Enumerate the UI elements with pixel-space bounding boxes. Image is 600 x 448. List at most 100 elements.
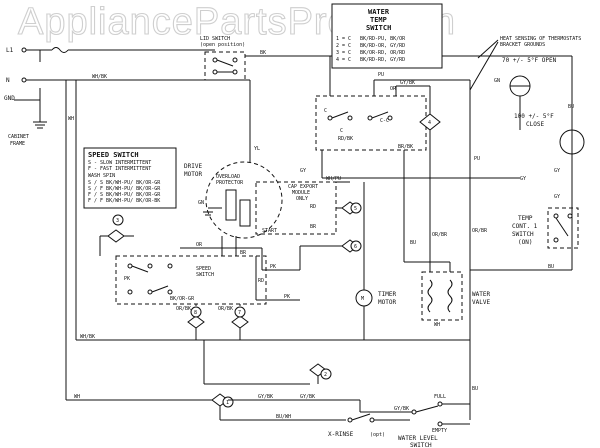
water-temp-contacts: C C C-C xyxy=(315,95,427,151)
n-label: N xyxy=(6,77,10,84)
water-temp-title-3: SWITCH xyxy=(366,24,391,32)
speed-switch-contacts: SPEED SWITCH PK BK/OR-GR xyxy=(115,255,267,305)
lid-switch-label: LID SWITCH(open position) xyxy=(200,36,245,48)
svg-text:1 = C: 1 = C xyxy=(336,36,351,42)
svg-text:PU: PU xyxy=(474,156,480,162)
svg-text:C: C xyxy=(324,108,327,114)
svg-text:BR: BR xyxy=(310,224,317,230)
svg-text:BU: BU xyxy=(568,104,574,110)
terminal-7: 7 xyxy=(231,306,249,329)
svg-text:OR/BR: OR/BR xyxy=(472,228,488,234)
n-terminal xyxy=(21,77,27,83)
svg-text:2: 2 xyxy=(324,372,327,378)
svg-text:6: 6 xyxy=(354,244,357,250)
svg-text:BK: BK xyxy=(260,50,266,56)
svg-text:3: 3 xyxy=(116,218,119,224)
svg-text:4 = C: 4 = C xyxy=(336,57,351,63)
svg-text:GY: GY xyxy=(520,176,526,182)
svg-text:5: 5 xyxy=(354,206,357,212)
svg-text:GY/BK: GY/BK xyxy=(400,80,415,86)
svg-text:SWITCH: SWITCH xyxy=(196,272,214,278)
svg-text:7: 7 xyxy=(238,310,241,316)
terminal-8: 8 xyxy=(187,306,205,329)
l1-terminal xyxy=(21,47,27,53)
svg-text:S / F BK/WH-PU/ BK/OR-GR: S / F BK/WH-PU/ BK/OR-GR xyxy=(88,186,161,192)
svg-text:3 = C: 3 = C xyxy=(336,50,351,56)
svg-text:GY: GY xyxy=(554,194,560,200)
terminal-3: 3 xyxy=(107,214,125,243)
svg-text:WH/BK: WH/BK xyxy=(92,74,107,80)
svg-text:WH: WH xyxy=(434,322,440,328)
svg-text:F / S BK/WH-PU/ BK/OR-GR: F / S BK/WH-PU/ BK/OR-GR xyxy=(88,192,161,198)
svg-text:GY/BK: GY/BK xyxy=(300,394,315,400)
svg-text:GN: GN xyxy=(198,200,204,206)
svg-text:PK: PK xyxy=(284,294,290,300)
svg-text:RD: RD xyxy=(258,278,264,284)
svg-text:SPEED: SPEED xyxy=(196,266,211,272)
svg-text:F - FAST INTERMITTENT: F - FAST INTERMITTENT xyxy=(88,166,151,172)
svg-text:WH/BK: WH/BK xyxy=(80,334,95,340)
x-rinse-label: X-RINSE xyxy=(328,431,354,438)
water-temp-title-1: WATER xyxy=(368,8,390,16)
svg-text:GN: GN xyxy=(494,78,500,84)
svg-text:PK: PK xyxy=(270,264,276,270)
svg-text:OR: OR xyxy=(196,242,203,248)
svg-text:OR: OR xyxy=(390,86,397,92)
svg-text:YL: YL xyxy=(254,146,260,152)
svg-text:BU: BU xyxy=(472,386,478,392)
svg-text:M: M xyxy=(361,296,364,302)
svg-text:BK/OR-GR: BK/OR-GR xyxy=(170,296,195,302)
svg-text:OR/BR: OR/BR xyxy=(432,232,448,238)
svg-text:GY: GY xyxy=(300,168,306,174)
water-temp-switch-table: WATER TEMP SWITCH 1 = C BK/RD-PU, BK/OR … xyxy=(331,3,443,69)
temp-open-label: 70 +/- 5°F OPEN xyxy=(502,57,557,64)
svg-text:BR: BR xyxy=(240,250,247,256)
thermostat-open: GN xyxy=(494,75,531,97)
full-label: FULL xyxy=(434,394,446,400)
svg-text:S / S BK/WH-PU/ BK/OR-GR: S / S BK/WH-PU/ BK/OR-GR xyxy=(88,180,161,186)
svg-text:WH/PU: WH/PU xyxy=(326,176,341,182)
svg-text:GY/BK: GY/BK xyxy=(258,394,273,400)
terminal-5: 5 xyxy=(341,201,362,215)
svg-text:2 = C: 2 = C xyxy=(336,43,351,49)
svg-text:C: C xyxy=(340,128,343,134)
lid-switch: LID SWITCH(open position) xyxy=(200,36,246,81)
svg-text:GY/BK: GY/BK xyxy=(394,406,409,412)
speed-switch-title: SPEED SWITCH xyxy=(88,151,139,159)
x-rinse-opt-label: (opt) xyxy=(370,432,385,438)
terminal-6: 6 xyxy=(341,239,362,253)
x-rinse-switch: X-RINSE (opt) xyxy=(328,413,385,438)
gnd-label: GND xyxy=(4,95,15,102)
svg-text:OR/BK: OR/BK xyxy=(176,306,191,312)
svg-text:WH: WH xyxy=(68,116,74,122)
svg-text:BR/BK: BR/BK xyxy=(398,144,413,150)
svg-text:BK/RD-OR, GY/RD: BK/RD-OR, GY/RD xyxy=(360,43,405,49)
terminal-4: 4 xyxy=(419,113,441,131)
speed-switch-table: SPEED SWITCH S - SLOW INTERMITTENT F - F… xyxy=(83,147,177,209)
water-temp-title-2: TEMP xyxy=(370,16,387,24)
svg-text:START: START xyxy=(262,228,277,234)
svg-text:8: 8 xyxy=(194,310,197,316)
svg-text:C-C: C-C xyxy=(380,118,389,124)
svg-text:RD: RD xyxy=(310,204,316,210)
svg-text:BK/RD-RD, GY/RD: BK/RD-RD, GY/RD xyxy=(360,57,405,63)
svg-text:F / F BK/WH-PU/ BK/OR-BK: F / F BK/WH-PU/ BK/OR-BK xyxy=(88,198,160,204)
terminal-2: 2 xyxy=(309,363,332,380)
svg-text:WH: WH xyxy=(74,394,80,400)
svg-text:BU/WH: BU/WH xyxy=(276,414,291,420)
